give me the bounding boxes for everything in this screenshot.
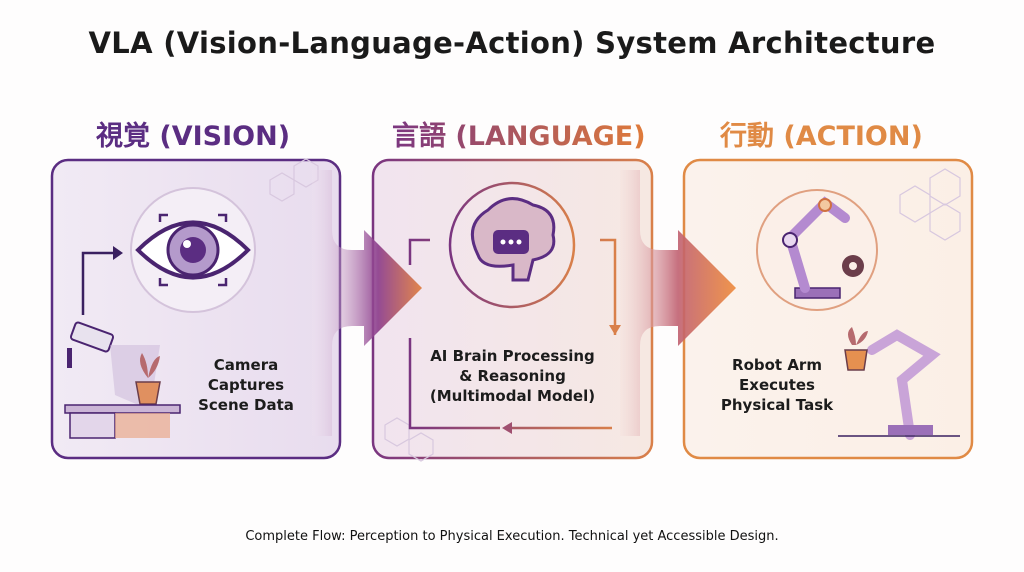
caption-line: (Multimodal Model) <box>429 387 596 405</box>
caption-line: Executes <box>739 376 815 394</box>
desk-icon <box>64 404 181 439</box>
action-heading: 行動 (ACTION) <box>720 121 923 152</box>
diagram-title: VLA (Vision-Language-Action) System Arch… <box>88 26 936 60</box>
caption-line: Physical Task <box>720 396 834 414</box>
vision-caption: Camera Captures Scene Data <box>186 355 306 415</box>
eye-icon <box>130 187 256 313</box>
vision-heading: 視覚 (VISION) <box>96 121 291 152</box>
caption-line: Scene Data <box>198 396 294 414</box>
caption-line: Robot Arm <box>732 356 822 374</box>
camera-to-eye-arrow <box>81 251 115 315</box>
brain-icon <box>448 181 576 309</box>
language-heading: 言語 (LANGUAGE) <box>392 114 646 153</box>
caption-line: Captures <box>207 376 285 394</box>
caption-line: Camera <box>213 356 279 374</box>
robot-arm-icon <box>756 189 878 311</box>
caption-line: AI Brain Processing <box>430 347 595 365</box>
plant-icon <box>135 353 161 405</box>
vision-to-language-arrow <box>312 170 422 436</box>
language-to-action-arrow <box>620 170 736 436</box>
footer-note: Complete Flow: Perception to Physical Ex… <box>245 529 779 544</box>
reasoning-loop-arrow <box>408 238 617 430</box>
robot-arm-holding-plant-icon <box>838 327 960 440</box>
hexagon-pattern <box>269 158 961 462</box>
action-caption: Robot Arm Executes Physical Task <box>712 355 842 415</box>
caption-line: & Reasoning <box>459 367 566 385</box>
language-caption: AI Brain Processing & Reasoning (Multimo… <box>405 346 620 406</box>
